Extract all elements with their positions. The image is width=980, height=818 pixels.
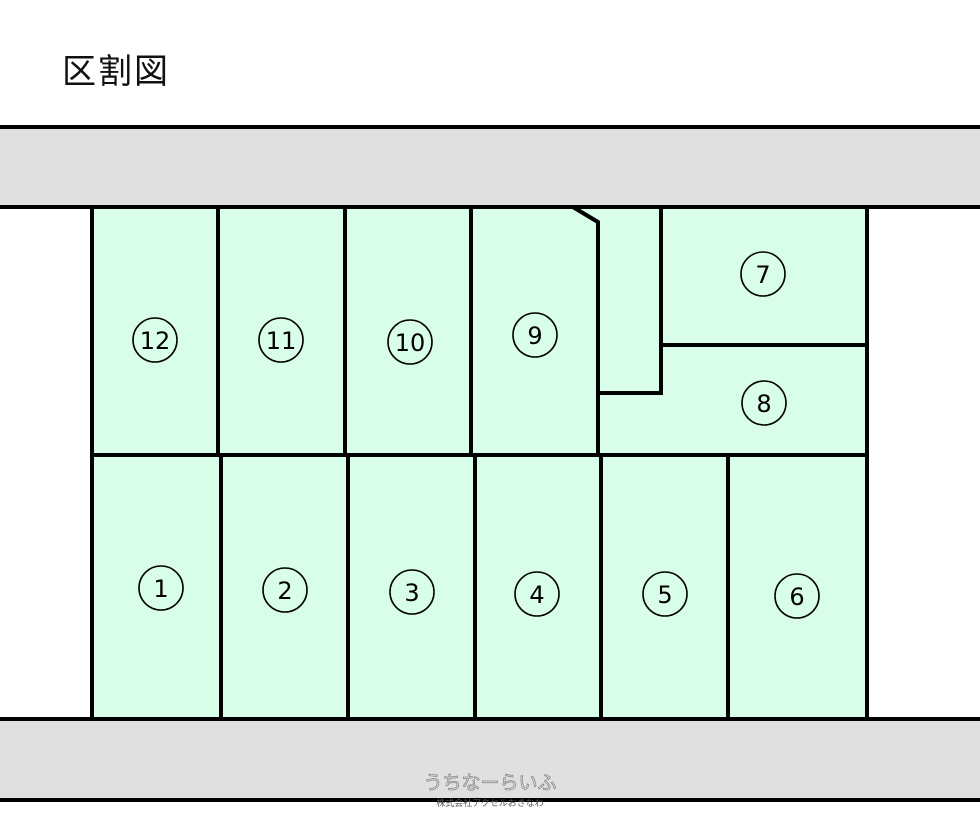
svg-text:6: 6 [789,583,804,611]
lot-1[interactable] [90,453,223,721]
lot-label-5: 5 [642,571,688,617]
lot-4[interactable] [473,453,603,721]
lot-8-flag-boundary [598,345,663,395]
svg-text:11: 11 [266,327,297,355]
lot-label-11: 11 [258,317,304,363]
lot-label-3: 3 [389,569,435,615]
lot-11[interactable] [216,205,347,457]
lot-label-1: 1 [138,565,184,611]
svg-text:3: 3 [404,579,419,607]
svg-text:4: 4 [529,581,544,609]
lot-label-9: 9 [512,312,558,358]
lot-label-7: 7 [740,251,786,297]
lot-6[interactable] [726,453,869,721]
lot-7[interactable] [659,205,869,347]
svg-text:2: 2 [277,577,292,605]
lot-label-6: 6 [774,573,820,619]
watermark-brand: うちなーらいふ [423,772,556,794]
svg-text:7: 7 [755,261,770,289]
road-bottom [0,717,980,802]
lot-label-8: 8 [741,380,787,426]
lot-label-10: 10 [387,319,433,365]
svg-text:1: 1 [153,575,168,603]
svg-text:9: 9 [527,322,542,350]
road-top [0,125,980,209]
page-title: 区割図 [62,52,170,92]
lot-10[interactable] [343,205,473,457]
svg-text:10: 10 [395,329,426,357]
watermark-company: 株式会社アクセルおきなわ [436,797,544,809]
lot-3[interactable] [346,453,477,721]
lot-label-4: 4 [514,571,560,617]
svg-text:5: 5 [657,581,672,609]
lot-2[interactable] [219,453,350,721]
lot-label-12: 12 [132,317,178,363]
svg-text:12: 12 [140,327,171,355]
svg-text:8: 8 [756,390,771,418]
lot-label-2: 2 [262,567,308,613]
